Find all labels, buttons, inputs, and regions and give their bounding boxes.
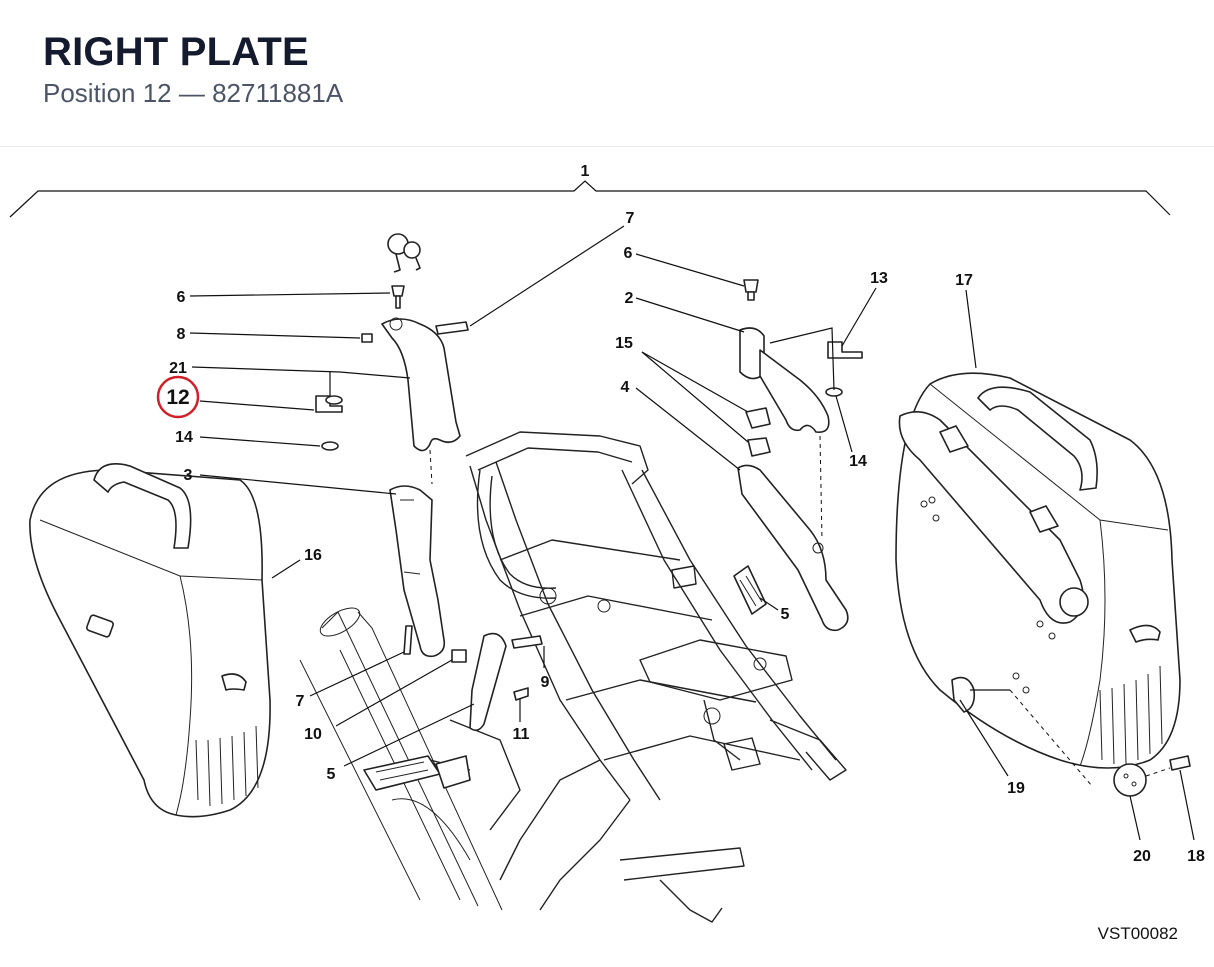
callout-9: 9 [541, 674, 550, 691]
callout-19: 19 [1007, 780, 1025, 797]
right-footrest-drawing [733, 565, 767, 615]
left-footrest-drawing [363, 755, 471, 791]
callout-10: 10 [304, 726, 322, 743]
callout-7-bottom: 7 [296, 693, 305, 710]
small-fasteners-drawing [951, 676, 1191, 797]
left-side-case-drawing [29, 463, 271, 818]
callout-21: 21 [169, 360, 187, 377]
right-bracket-assembly-drawing [737, 279, 863, 632]
callout-5-left: 5 [327, 766, 336, 783]
callout-20: 20 [1133, 848, 1151, 865]
callout-4: 4 [621, 379, 630, 396]
right-side-case-drawing [895, 372, 1181, 769]
callout-14-right: 14 [849, 453, 867, 470]
callout-6-right: 6 [624, 245, 633, 262]
callout-13: 13 [870, 270, 888, 287]
highlight-ring [156, 375, 200, 419]
assembly-bracket-line [9, 180, 1171, 218]
page-header: RIGHT PLATE Position 12 — 82711881A [0, 0, 1214, 147]
callout-7-top: 7 [626, 210, 635, 227]
diagram-reference-code: VST00082 [1098, 924, 1178, 943]
leader-lines [189, 225, 1195, 841]
callout-18: 18 [1187, 848, 1205, 865]
page-subtitle: Position 12 — 82711881A [43, 78, 344, 108]
left-bracket-assembly-drawing [315, 285, 543, 732]
callout-8: 8 [177, 326, 186, 343]
keys-drawing [387, 233, 421, 273]
callout-3: 3 [184, 467, 193, 484]
callout-1: 1 [581, 163, 590, 180]
callout-17: 17 [955, 272, 973, 289]
callout-11: 11 [513, 726, 530, 743]
page-title: RIGHT PLATE [43, 30, 309, 74]
callout-5-right: 5 [781, 606, 790, 623]
callout-14-left: 14 [175, 429, 193, 446]
callout-12: 12 [166, 386, 189, 409]
callout-16: 16 [304, 547, 322, 564]
callout-15: 15 [615, 335, 633, 352]
motorcycle-frame-drawing [429, 431, 847, 923]
exhaust-pipes-drawing [299, 607, 503, 911]
callout-12-highlight: 12 [156, 375, 200, 419]
callout-6-left: 6 [177, 289, 186, 306]
callout-2: 2 [625, 290, 634, 307]
